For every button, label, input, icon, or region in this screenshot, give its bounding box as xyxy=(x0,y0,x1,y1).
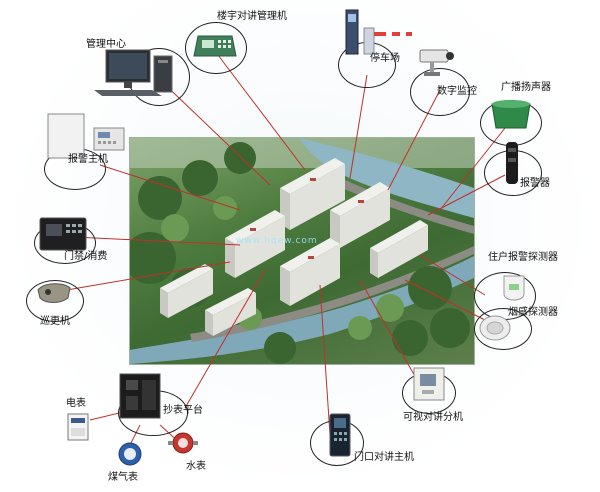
water-meter-icon xyxy=(168,432,198,454)
ring-smoke xyxy=(474,308,532,350)
label-smoke-detector: 烟感探测器 xyxy=(508,307,558,318)
line-video-intercom xyxy=(359,279,421,386)
haze xyxy=(130,138,474,168)
label-electric-meter: 电表 xyxy=(66,398,86,409)
parking-barrier-icon xyxy=(345,9,412,55)
line-resident-detector xyxy=(419,254,486,296)
line-patrol xyxy=(54,261,231,293)
line-intercom-manager xyxy=(217,54,306,171)
label-video-intercom-extension: 可视对讲分机 xyxy=(403,412,463,423)
label-water-meter: 水表 xyxy=(186,461,206,472)
video-intercom-icon xyxy=(413,367,445,401)
ring-patrol xyxy=(26,280,84,322)
alarm-host-icon xyxy=(47,113,125,159)
speaker-icon xyxy=(491,100,531,129)
motion-detector-icon xyxy=(503,275,525,301)
label-resident-alarm-detector: 住户报警探测器 xyxy=(488,252,558,263)
access-control-icon xyxy=(39,217,87,251)
label-parking: 停车场 xyxy=(370,53,400,64)
line-alarm-host xyxy=(99,164,241,211)
cctv-camera-icon xyxy=(419,49,454,76)
label-entrance-intercom-host: 门口对讲主机 xyxy=(354,452,414,463)
line-meter xyxy=(184,269,266,409)
trees-light xyxy=(161,196,404,340)
meter-platform-icon xyxy=(119,373,161,419)
electric-meter-icon xyxy=(67,413,89,441)
alarm-siren-icon xyxy=(506,142,518,184)
patrol-device-icon xyxy=(37,283,71,303)
line-access xyxy=(74,236,241,246)
label-management-center: 管理中心 xyxy=(86,39,126,50)
entrance-intercom-icon xyxy=(329,413,351,457)
aerial-community-image: www.hqew.com xyxy=(130,138,474,364)
intercom-manager-icon xyxy=(193,35,237,57)
watermark: www.hqew.com xyxy=(236,236,318,246)
line-parking xyxy=(349,74,368,179)
line-entrance-intercom xyxy=(319,284,331,436)
ring-intercom-manager xyxy=(185,22,247,74)
ring-monitoring xyxy=(410,68,470,116)
label-gas-meter: 煤气表 xyxy=(108,472,138,483)
smoke-detector-icon xyxy=(479,315,511,341)
label-digital-monitoring: 数字监控 xyxy=(437,86,477,97)
label-broadcast-speaker: 广播扬声器 xyxy=(501,82,551,93)
gas-meter-icon xyxy=(118,442,142,466)
label-building-intercom-manager: 楼宇对讲管理机 xyxy=(217,11,287,22)
computer-icon xyxy=(94,49,173,96)
label-alarm-host: 报警主机 xyxy=(68,154,108,165)
label-alarm: 报警器 xyxy=(520,178,550,189)
label-patrol-device: 巡更机 xyxy=(40,316,70,327)
label-access-consumption: 门禁/消费 xyxy=(64,251,108,262)
label-meter-reading-platform: 抄表平台 xyxy=(163,405,203,416)
river-upper xyxy=(300,138,474,218)
road-upper xyxy=(315,168,474,234)
